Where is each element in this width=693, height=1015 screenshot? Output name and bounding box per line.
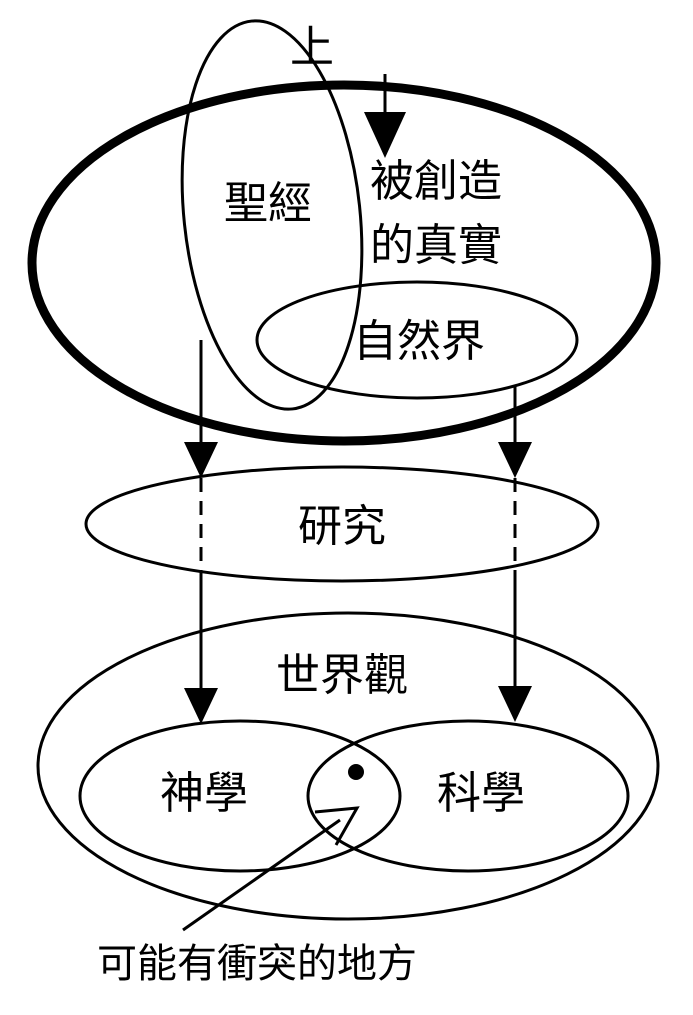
created-reality-label-line1: 被創造 [370, 156, 502, 207]
research-ellipse [84, 465, 600, 583]
top-down-arrowhead [364, 112, 406, 158]
conflict-dot [348, 764, 364, 780]
theology-ellipse [78, 719, 402, 873]
conflict-pointer-line [182, 818, 341, 932]
nature-ellipse [255, 280, 579, 400]
nature-label: 自然界 [353, 316, 485, 367]
theology-label: 神學 [160, 768, 248, 819]
bible-label: 聖經 [224, 178, 312, 229]
research-label: 研究 [298, 501, 386, 552]
science-label: 科學 [437, 768, 525, 819]
left-arrowhead-lower [184, 688, 218, 724]
right-arrowhead-lower [498, 686, 532, 722]
conflict-pointer-head [314, 806, 360, 846]
conflict-note-label: 可能有衝突的地方 [97, 941, 417, 987]
top-label: 上 [290, 22, 334, 73]
created-reality-ellipse [27, 80, 661, 446]
worldview-ellipse [36, 611, 660, 921]
created-reality-label-line2: 的真實 [370, 220, 502, 271]
worldview-label: 世界觀 [276, 650, 408, 701]
science-ellipse [306, 719, 630, 873]
bible-ellipse [180, 19, 364, 411]
left-arrowhead-upper [184, 442, 218, 478]
right-arrowhead-upper [498, 442, 532, 478]
